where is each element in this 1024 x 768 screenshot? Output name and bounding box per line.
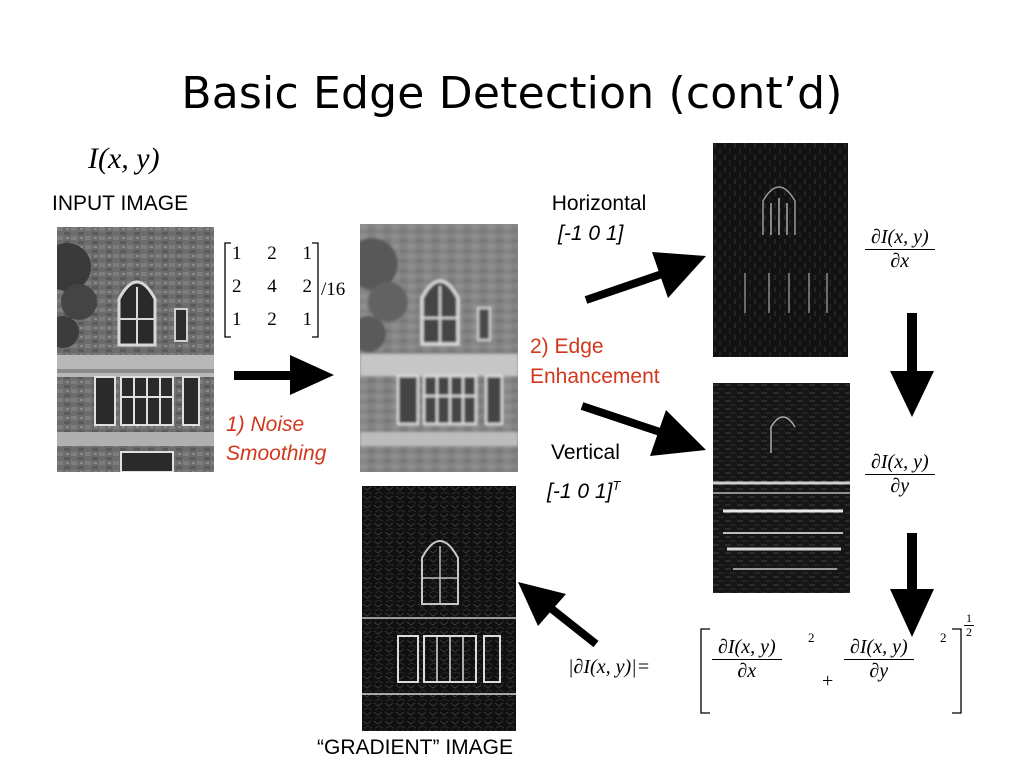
vertical-label: Vertical: [551, 441, 620, 464]
dx-denominator: ∂x: [890, 250, 910, 272]
arrow-down-right-icon: [580, 402, 706, 456]
kernel-cell: 1: [302, 309, 313, 330]
dx-numerator: ∂I(x, y): [865, 226, 935, 250]
step2-label: 2) Edge Enhancement: [530, 332, 660, 392]
step1-line2: Smoothing: [226, 442, 327, 465]
dx-fraction: ∂I(x, y)∂x: [865, 226, 935, 273]
dy-fraction: ∂I(x, y)∂y: [865, 451, 935, 498]
vertical-kernel: [-1 0 1]T: [547, 478, 621, 503]
dy-numerator: ∂I(x, y): [865, 451, 935, 475]
horizontal-edge-image: [713, 143, 848, 357]
arrow-up-right-icon: [584, 252, 706, 304]
step2-line2: Enhancement: [530, 365, 660, 388]
dy-denominator: ∂y: [890, 475, 910, 497]
input-image: [57, 227, 214, 472]
kernel-cell: 4: [267, 276, 277, 297]
arrow-right-icon: [234, 355, 334, 395]
term2-fraction: ∂I(x, y)∂y: [844, 636, 914, 683]
right-bracket: [952, 628, 962, 714]
gradient-lhs: |∂I(x, y)|=: [568, 656, 651, 678]
horizontal-label: Horizontal: [551, 192, 647, 215]
kernel-cell: 2: [267, 309, 277, 330]
arrow-down-icon: [890, 313, 934, 417]
vertical-kernel-sup: T: [612, 478, 621, 493]
kernel-rows: 1 2 1 2 4 2 1 2 1: [232, 243, 312, 342]
arrow-up-left-icon: [518, 582, 599, 648]
slide-title: Basic Edge Detection (cont’d): [181, 68, 843, 119]
term2-denominator: ∂y: [869, 660, 889, 682]
kernel-row: 1 2 1: [232, 309, 312, 342]
term1-numerator: ∂I(x, y): [712, 636, 782, 660]
kernel-divisor: /16: [321, 279, 346, 300]
kernel-cell: 1: [302, 243, 313, 264]
kernel-cell: 1: [232, 243, 242, 264]
term2-numerator: ∂I(x, y): [844, 636, 914, 660]
kernel-cell: 2: [267, 243, 277, 264]
gradient-image: [362, 486, 516, 731]
left-bracket: [700, 628, 710, 714]
gradient-image-label: “GRADIENT” IMAGE: [317, 736, 514, 759]
term1-square: 2: [808, 630, 815, 645]
term2-square: 2: [940, 630, 947, 645]
step2-line1: 2) Edge: [530, 335, 604, 358]
input-image-label: INPUT IMAGE: [52, 192, 189, 215]
term1-fraction: ∂I(x, y)∂x: [712, 636, 782, 683]
kernel-row: 1 2 1: [232, 243, 312, 276]
term1-denominator: ∂x: [737, 660, 757, 682]
step1-label: 1) Noise Smoothing: [226, 410, 326, 468]
gradient-formula: |∂I(x, y)|= ∂I(x, y)∂x 2 + ∂I(x, y)∂y 2 …: [566, 612, 980, 715]
input-math: I(x, y): [88, 142, 160, 175]
smoothed-image: [360, 224, 518, 472]
kernel-cell: 2: [232, 276, 242, 297]
exponent-denominator: 2: [966, 625, 972, 639]
arrow-down-icon: [890, 533, 934, 637]
vertical-edge-image: [713, 383, 850, 593]
kernel-cell: 2: [302, 276, 313, 297]
step1-line1: 1) Noise: [226, 413, 305, 436]
plus-sign: +: [822, 670, 834, 692]
kernel-row: 2 4 2: [232, 276, 312, 309]
exponent-numerator: 1: [964, 611, 974, 626]
smoothing-kernel: 1 2 1 2 4 2 1 2 1 /16: [222, 241, 352, 341]
horizontal-kernel: [-1 0 1]: [558, 222, 624, 245]
kernel-cell: 1: [232, 309, 242, 330]
